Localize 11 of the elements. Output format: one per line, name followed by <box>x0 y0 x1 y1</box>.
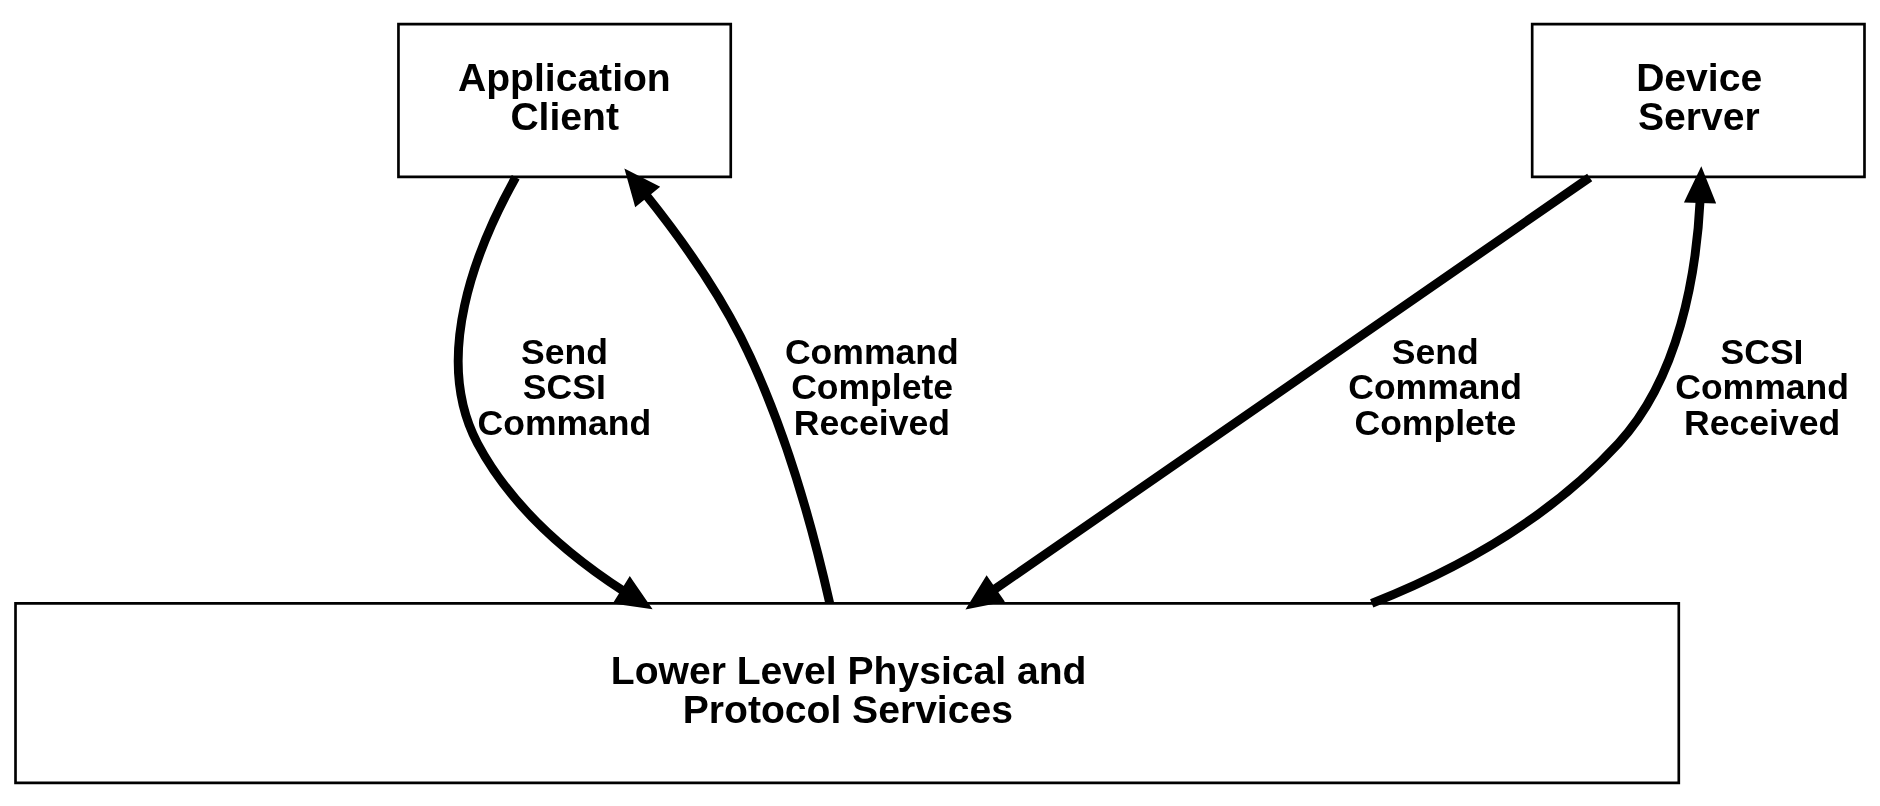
edge-label: Send Command Complete <box>1348 331 1522 443</box>
arrow <box>965 173 1593 609</box>
node-box: Application Client <box>397 22 733 178</box>
node-box: Device Server <box>1530 22 1866 178</box>
arrow <box>453 174 653 609</box>
edge-label: SCSI Command Received <box>1675 331 1849 443</box>
arrow <box>624 167 834 604</box>
node-box: Lower Level Physical and Protocol Services <box>14 601 1681 784</box>
arrow <box>1370 165 1717 607</box>
edge-label: Send SCSI Command <box>477 331 652 443</box>
edge-label: Command Complete Received <box>784 331 959 443</box>
